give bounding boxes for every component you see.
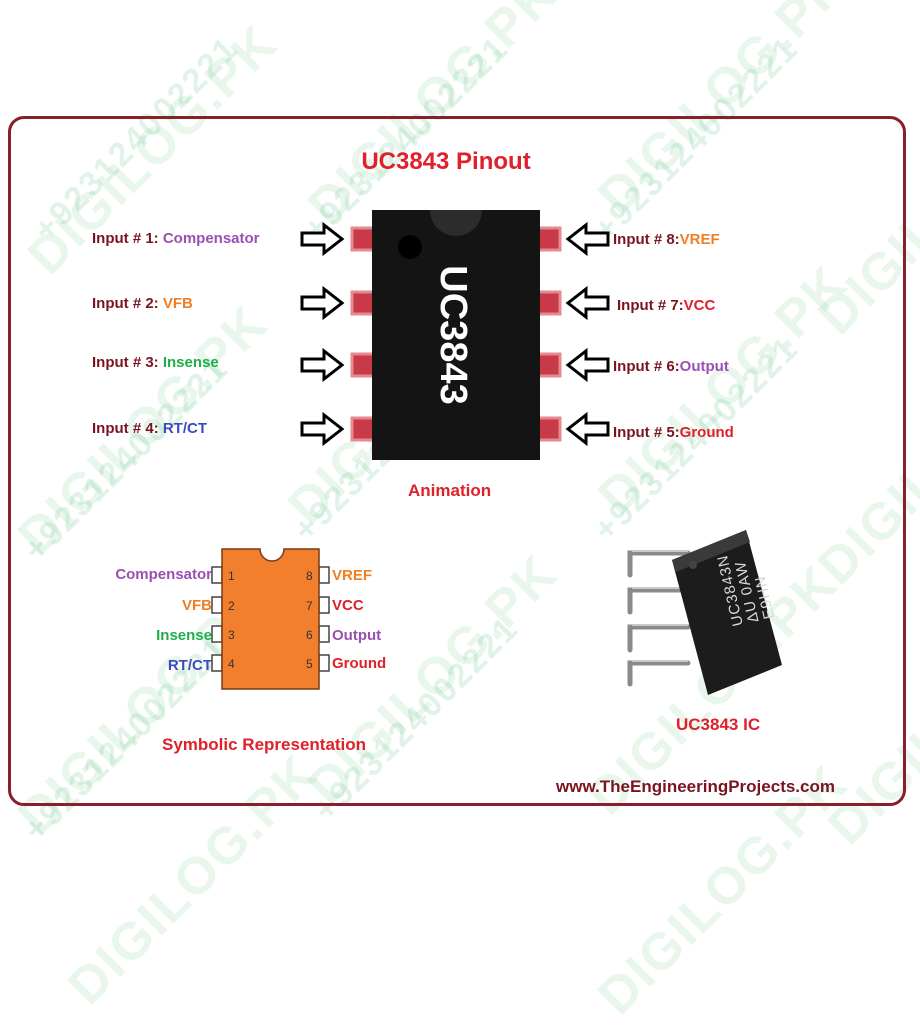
diagram-title: UC3843 Pinout (361, 148, 531, 175)
diagram-frame (8, 116, 906, 806)
left-pin-label-2: Input # 2: VFB (92, 295, 193, 312)
symbolic-label-8: VREF (332, 567, 373, 584)
left-pin-label-4: Input # 4: RT/CT (92, 420, 208, 437)
symbolic-pin-num-5: 5 (306, 657, 313, 671)
symbolic-pin-num-1: 1 (228, 569, 235, 583)
chip-notch (430, 210, 482, 236)
right-pin-label-5: Input # 5:Ground (613, 424, 734, 441)
animation-caption: Animation (408, 481, 492, 500)
arrow-right-icon (300, 413, 344, 445)
dip-chip: UC3843 (350, 210, 562, 460)
symbolic-pin-num-6: 6 (306, 628, 313, 642)
ic-photo-caption: UC3843 IC (676, 715, 761, 734)
symbolic-pin-num-7: 7 (306, 599, 313, 613)
symbolic-label-1: Compensator (115, 566, 212, 583)
chip-right-pins (534, 226, 562, 442)
chip-pin1-dot (398, 235, 422, 259)
arrow-left-icon (566, 223, 610, 255)
symbolic-pin-num-4: 4 (228, 657, 235, 671)
left-pin-label-3: Input # 3: Insense (92, 354, 219, 371)
symbolic-pin-num-2: 2 (228, 599, 235, 613)
arrow-right-icon (300, 349, 344, 381)
ic-photo-body (672, 530, 782, 695)
symbolic-pin-num-3: 3 (228, 628, 235, 642)
symbolic-pin-num-8: 8 (306, 569, 313, 583)
right-arrows (566, 223, 610, 445)
symbolic-chip (211, 548, 330, 690)
symbolic-label-6: Output (332, 627, 382, 644)
left-arrows (300, 223, 344, 445)
symbolic-body (221, 548, 320, 690)
arrow-right-icon (300, 223, 344, 255)
symbolic-label-3: Insense (156, 627, 212, 644)
left-pin-label-1: Input # 1: Compensator (92, 230, 260, 247)
symbolic-label-7: VCC (332, 597, 364, 614)
right-pin-label-7: Input # 7:VCC (617, 297, 716, 314)
symbolic-label-5: Ground (332, 655, 387, 672)
arrow-left-icon (566, 349, 610, 381)
symbolic-label-2: VFB (182, 597, 212, 614)
website-link[interactable]: www.TheEngineeringProjects.com (556, 777, 835, 796)
symbolic-label-4: RT/CT (167, 657, 212, 674)
arrow-left-icon (566, 287, 610, 319)
arrow-right-icon (300, 287, 344, 319)
chip-graphics: UC3843 (211, 210, 782, 695)
right-pin-label-8: Input # 8:VREF (613, 231, 720, 248)
chip-marking: UC3843 (432, 265, 474, 404)
symbolic-caption: Symbolic Representation (162, 735, 367, 754)
arrow-left-icon (566, 413, 610, 445)
ic-photo: UC3843N ΔU 0AW E9HN (627, 530, 782, 695)
right-pin-label-6: Input # 6:Output (613, 358, 729, 375)
